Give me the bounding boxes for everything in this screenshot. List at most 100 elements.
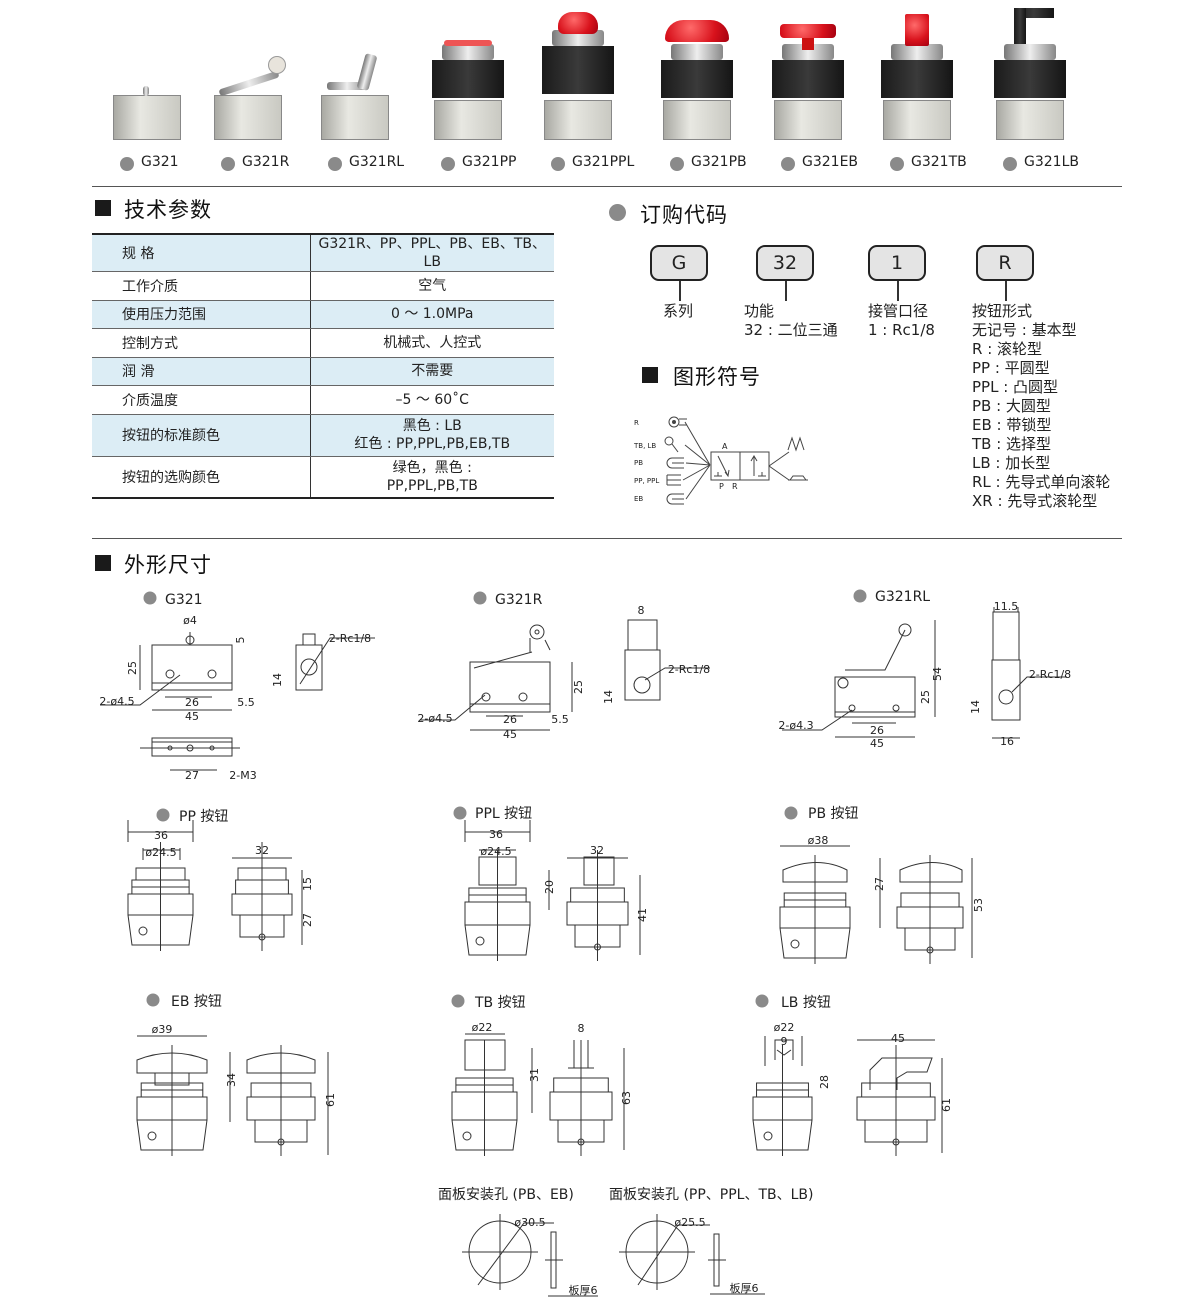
bullet-icon bbox=[781, 157, 795, 171]
actuator-label: EB bbox=[634, 495, 643, 503]
product-label: G321 bbox=[141, 154, 179, 170]
dim-label: 26 bbox=[503, 713, 517, 726]
specs-title: 技术参数 bbox=[124, 198, 212, 222]
lever-stem bbox=[1014, 8, 1026, 44]
drawing-title: PP 按钮 bbox=[179, 809, 228, 825]
dim-label: 9 bbox=[781, 1035, 788, 1048]
button-cap bbox=[665, 20, 729, 42]
bezel bbox=[671, 44, 723, 60]
spec-value: 不需要 bbox=[310, 357, 554, 386]
button-housing bbox=[881, 60, 953, 98]
dim-label: 41 bbox=[636, 908, 649, 922]
dim-label: 61 bbox=[940, 1098, 953, 1112]
product-g321tb bbox=[877, 0, 957, 175]
code-label-title: 功能 bbox=[744, 302, 775, 320]
dim-label: ø24.5 bbox=[480, 845, 511, 858]
code-option: PPL : 凸圆型 bbox=[972, 378, 1059, 396]
section-marker-icon bbox=[95, 555, 111, 571]
table-row: 介质温度–5 ～ 60˚C bbox=[92, 385, 554, 415]
valve-body bbox=[434, 100, 502, 140]
dim-label: ø30.5 bbox=[514, 1216, 545, 1229]
product-g321 bbox=[107, 0, 187, 175]
code-box: G bbox=[650, 245, 708, 281]
drawing-title: PB 按钮 bbox=[808, 806, 859, 822]
drawing-title: G321R bbox=[495, 592, 543, 608]
button-housing bbox=[432, 60, 504, 98]
dim-label: 32 bbox=[255, 844, 269, 857]
dim-label: 61 bbox=[324, 1093, 337, 1107]
lever bbox=[327, 82, 367, 90]
dim-label: 2-Rc1/8 bbox=[329, 632, 371, 645]
dim-label: 15 bbox=[301, 877, 314, 891]
actuator-label: PP, PPL bbox=[634, 477, 659, 485]
button-housing bbox=[661, 60, 733, 98]
valve-body bbox=[663, 100, 731, 140]
port-label-p: P bbox=[719, 482, 724, 491]
bullet-icon bbox=[120, 157, 134, 171]
drawing-title: PPL 按钮 bbox=[475, 806, 532, 822]
spec-value: 0 ～ 1.0MPa bbox=[310, 300, 554, 329]
code-label-title: 系列 bbox=[663, 302, 694, 320]
dim-label: 5.5 bbox=[551, 713, 569, 726]
spec-key: 润 滑 bbox=[92, 357, 311, 386]
spec-key: 使用压力范围 bbox=[92, 300, 311, 329]
dim-label: ø24.5 bbox=[145, 846, 176, 859]
bullet-icon bbox=[143, 591, 157, 605]
bullet-icon bbox=[551, 157, 565, 171]
actuator-label: TB, LB bbox=[633, 442, 656, 450]
product-label: G321PPL bbox=[572, 154, 635, 170]
dim-label: 31 bbox=[528, 1068, 541, 1082]
code-label: 系列 bbox=[663, 302, 693, 321]
connector-line bbox=[897, 281, 899, 301]
dim-label: 36 bbox=[489, 828, 503, 841]
code-option: RL : 先导式单向滚轮 bbox=[972, 473, 1111, 491]
dim-label: 11.5 bbox=[994, 600, 1019, 613]
product-g321pp bbox=[428, 0, 508, 175]
divider bbox=[92, 186, 1122, 187]
button-housing bbox=[772, 60, 844, 98]
product-label: G321PB bbox=[691, 154, 747, 170]
dim-label: 25 bbox=[126, 661, 139, 675]
spec-value: 绿色，黑色 :PP,PPL,PB,TB bbox=[310, 456, 554, 499]
bullet-icon bbox=[328, 157, 342, 171]
panel-title: 面板安装孔 (PP、PPL、TB、LB) bbox=[609, 1187, 814, 1203]
dim-label: 2-ø4.3 bbox=[778, 719, 813, 732]
connector-line bbox=[1005, 281, 1007, 301]
dim-label: 27 bbox=[873, 877, 886, 891]
spec-value-line: 红色 : PP,PPL,PB,EB,TB bbox=[354, 436, 511, 452]
dim-label: 45 bbox=[891, 1032, 905, 1045]
product-label: G321EB bbox=[802, 154, 859, 170]
product-label: G321R bbox=[242, 154, 290, 170]
section-marker-icon bbox=[95, 200, 111, 216]
bullet-icon bbox=[221, 157, 235, 171]
code-option: R : 滚轮型 bbox=[972, 340, 1043, 358]
bezel bbox=[442, 44, 494, 60]
dim-label: 5 bbox=[234, 637, 247, 644]
panel-title: 面板安装孔 (PB、EB) bbox=[438, 1187, 574, 1203]
order-code-title: 订购代码 bbox=[640, 203, 728, 227]
button-stem bbox=[802, 38, 814, 50]
bullet-icon bbox=[609, 204, 626, 221]
code-option: EB : 带锁型 bbox=[972, 416, 1052, 434]
dim-label: 2-ø4.5 bbox=[417, 712, 452, 725]
spec-value-line: 绿色，黑色 : bbox=[392, 459, 472, 476]
product-label: G321RL bbox=[349, 154, 405, 170]
code-option: 1 : Rc1/8 bbox=[868, 321, 935, 339]
lever-handle bbox=[1014, 8, 1054, 18]
bullet-icon bbox=[146, 993, 160, 1007]
dim-label: 16 bbox=[1000, 735, 1014, 748]
code-option: TB : 选择型 bbox=[972, 435, 1052, 453]
spec-value: 空气 bbox=[310, 271, 554, 301]
bullet-icon bbox=[670, 157, 684, 171]
bullet-icon bbox=[853, 589, 867, 603]
drawing-title: LB 按钮 bbox=[781, 995, 831, 1011]
valve-body bbox=[544, 100, 612, 140]
dim-label: ø22 bbox=[472, 1021, 493, 1034]
dim-label: 45 bbox=[870, 737, 884, 750]
bezel bbox=[891, 44, 943, 60]
